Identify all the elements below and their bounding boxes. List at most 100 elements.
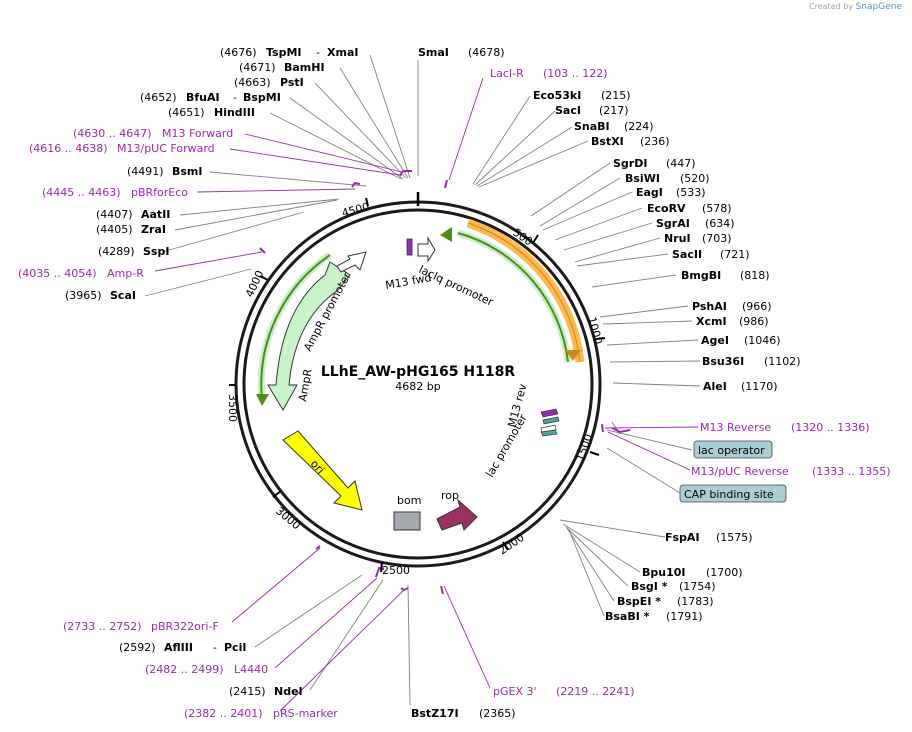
enzyme-bpu10i[interactable]: Bpu10I (642, 566, 686, 579)
primer-pbr322ori-f[interactable]: pBR322ori-F (151, 620, 219, 633)
svg-text:(103 .. 122): (103 .. 122) (543, 67, 608, 80)
svg-text:(4405): (4405) (96, 223, 133, 236)
bom-label: bom (397, 494, 421, 507)
svg-text:(1575): (1575) (716, 531, 753, 544)
bom-feature[interactable] (393, 511, 421, 531)
svg-text:(1791): (1791) (666, 610, 703, 623)
svg-text:(4445 .. 4463): (4445 .. 4463) (42, 186, 121, 199)
credit-text: Created by (809, 2, 854, 11)
svg-text:(4289): (4289) (98, 245, 135, 258)
primer-m13-reverse[interactable]: M13 Reverse (700, 421, 771, 434)
primer-laci-r[interactable]: LacI-R (490, 67, 524, 80)
enzyme-nrui[interactable]: NruI (664, 232, 691, 245)
svg-text:(4671): (4671) (239, 61, 276, 74)
backbone-inner (242, 208, 594, 560)
enzyme-bspmi[interactable]: BspMI (243, 91, 281, 104)
m13-fwd-feature[interactable] (406, 238, 413, 256)
svg-text:(447): (447) (666, 157, 696, 170)
enzyme-smai[interactable]: SmaI (418, 46, 449, 59)
laciq-promoter-arrow (417, 236, 436, 263)
ampr-label: AmpR (296, 368, 315, 403)
enzyme-bstz17i[interactable]: BstZ17I (411, 707, 459, 720)
primer-prs-marker[interactable]: pRS-marker (273, 707, 338, 720)
enzyme-bspei[interactable]: BspEI * (617, 595, 661, 608)
enzyme-pcii[interactable]: PciI (224, 641, 246, 654)
primer-m13-puc-forward[interactable]: M13/pUC Forward (117, 142, 215, 155)
enzyme-bsu36i[interactable]: Bsu36I (702, 355, 744, 368)
rop-feature[interactable] (436, 498, 478, 531)
enzyme-xcmi[interactable]: XcmI (696, 315, 727, 328)
primer-amp-r[interactable]: Amp-R (107, 267, 144, 280)
enzyme-sgrai[interactable]: SgrAI (656, 217, 690, 230)
svg-text:(2733 .. 2752): (2733 .. 2752) (63, 620, 142, 633)
enzyme-sgrdi[interactable]: SgrDI (613, 157, 647, 170)
svg-text:(224): (224) (624, 120, 654, 133)
primer-l4440[interactable]: L4440 (234, 663, 268, 676)
position-ticks (229, 197, 606, 573)
enzyme-snabi[interactable]: SnaBI (574, 120, 610, 133)
svg-text:(520): (520) (680, 172, 710, 185)
enzyme-hindiii[interactable]: HindIII (214, 106, 255, 119)
svg-text:(966): (966) (742, 300, 772, 313)
svg-text:-: - (213, 641, 217, 654)
tick-label: 1500 (574, 432, 596, 463)
enzyme-xmai[interactable]: XmaI (327, 46, 358, 59)
enzyme-psti[interactable]: PstI (280, 76, 304, 89)
ori-feature[interactable] (282, 430, 363, 511)
enzyme-sspi[interactable]: SspI (143, 245, 169, 258)
enzyme-zrai[interactable]: ZraI (141, 223, 166, 236)
svg-text:(634): (634) (705, 217, 735, 230)
cap-binding-site-label: CAP binding site (684, 488, 774, 501)
primer-m13-puc-reverse[interactable]: M13/pUC Reverse (691, 465, 789, 478)
svg-text:(986): (986) (739, 315, 769, 328)
enzyme-saci[interactable]: SacI (555, 104, 581, 117)
svg-text:(4035 .. 4054): (4035 .. 4054) (18, 267, 97, 280)
primer-pbrforeco[interactable]: pBRforEco (131, 186, 188, 199)
enzyme-ecorv[interactable]: EcoRV (647, 202, 686, 215)
enzyme-aatii[interactable]: AatII (141, 208, 170, 221)
svg-text:(236): (236) (640, 135, 670, 148)
enzyme-scai[interactable]: ScaI (110, 289, 136, 302)
svg-text:(1783): (1783) (677, 595, 714, 608)
primer-m13-forward[interactable]: M13 Forward (162, 127, 233, 140)
enzyme-eco53ki[interactable]: Eco53kI (533, 89, 581, 102)
enzyme-eagi[interactable]: EagI (636, 186, 663, 199)
enzyme-pshai[interactable]: PshAI (692, 300, 727, 313)
enzyme-ndei[interactable]: NdeI (274, 685, 303, 698)
primer-leaders (154, 77, 699, 712)
enzyme-bsabi[interactable]: BsaBI * (605, 610, 650, 623)
svg-text:(2365): (2365) (479, 707, 516, 720)
svg-text:(2592): (2592) (119, 641, 156, 654)
enzyme-bmgbi[interactable]: BmgBI (681, 269, 721, 282)
enzyme-tspmi[interactable]: TspMI (266, 46, 302, 59)
enzyme-fspai[interactable]: FspAI (665, 531, 700, 544)
cap-binding-site-box[interactable]: CAP binding site (679, 484, 787, 503)
m13-fwd-label: M13 fwd (384, 271, 432, 292)
enzyme-bsmi[interactable]: BsmI (172, 165, 203, 178)
primer-pgex3[interactable]: pGEX 3' (493, 685, 537, 698)
enzyme-afliii[interactable]: AflIII (164, 641, 193, 654)
svg-text:(1320 .. 1336): (1320 .. 1336) (791, 421, 870, 434)
svg-text:(703): (703) (702, 232, 732, 245)
site-pos: (4676) (220, 46, 257, 59)
enzyme-bfuai[interactable]: BfuAI (186, 91, 220, 104)
plasmid-size: 4682 bp (395, 380, 440, 393)
svg-text:(578): (578) (702, 202, 732, 215)
svg-text:(4651): (4651) (168, 106, 205, 119)
enzyme-bamhi[interactable]: BamHI (284, 61, 325, 74)
snapgene-logo: SnapGene (855, 2, 902, 12)
enzyme-agei[interactable]: AgeI (701, 334, 729, 347)
enzyme-bsiwi[interactable]: BsiWI (625, 172, 660, 185)
enzyme-bsgi[interactable]: BsgI * (631, 580, 668, 593)
ampr-feature[interactable] (267, 261, 351, 411)
enzyme-sacii[interactable]: SacII (672, 248, 702, 261)
lac-operator-box[interactable]: lac operator (693, 440, 773, 459)
svg-text:(4630 .. 4647): (4630 .. 4647) (73, 127, 152, 140)
plasmid-name: LLhE_AW-pHG165 H118R (321, 364, 515, 380)
enzyme-bstxi[interactable]: BstXI (591, 135, 624, 148)
svg-text:(1046): (1046) (744, 334, 781, 347)
enzyme-alei[interactable]: AleI (703, 380, 727, 393)
svg-text:(1700): (1700) (706, 566, 743, 579)
lac-features-cluster[interactable] (540, 408, 560, 437)
